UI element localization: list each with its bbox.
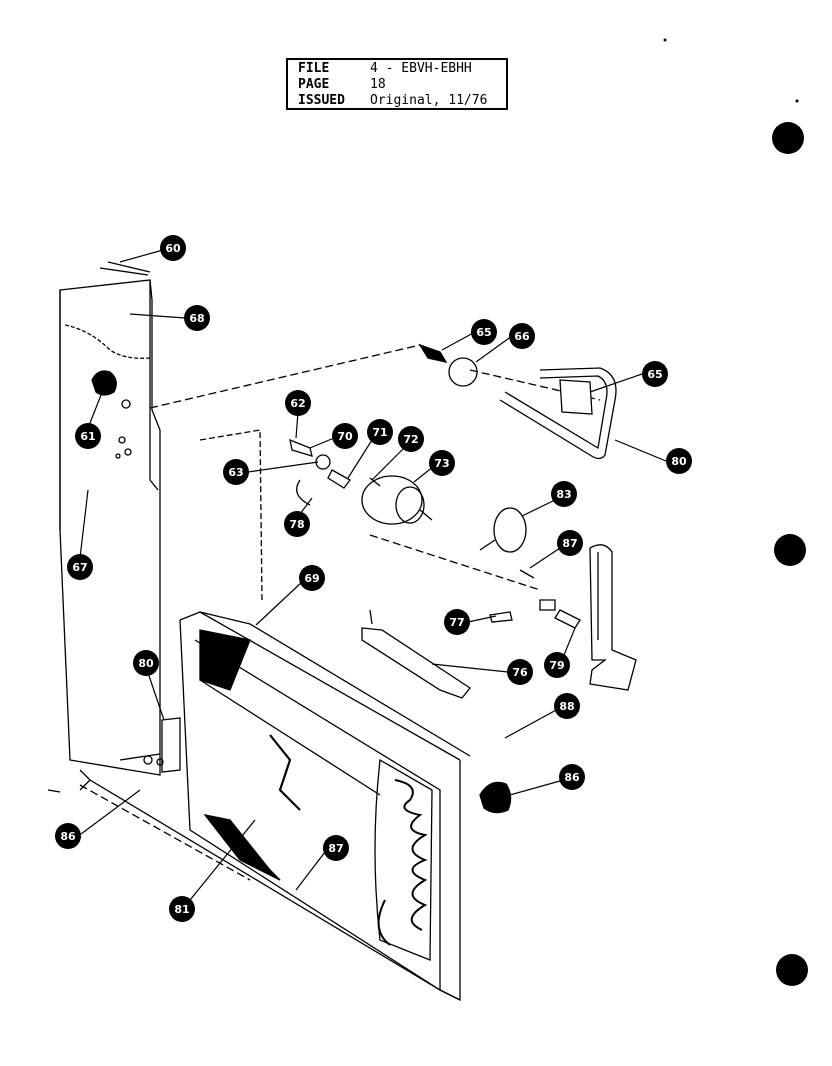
callout-c14: 63	[223, 459, 249, 485]
fitting	[418, 343, 448, 363]
svg-text:87: 87	[562, 537, 577, 550]
svg-text:61: 61	[80, 430, 95, 443]
coil-fins	[199, 629, 251, 691]
callout-c23: 88	[554, 693, 580, 719]
callout-c2: 68	[184, 305, 210, 331]
callout-c3: 61	[75, 423, 101, 449]
svg-text:66: 66	[514, 330, 530, 343]
callout-c19: 77	[444, 609, 470, 635]
svg-text:70: 70	[337, 430, 353, 443]
svg-text:80: 80	[138, 657, 154, 670]
callout-c13: 73	[429, 450, 455, 476]
svg-text:67: 67	[72, 561, 87, 574]
callout-c1: 60	[160, 235, 186, 261]
svg-text:63: 63	[228, 466, 243, 479]
callout-c7: 65	[642, 361, 668, 387]
chassis-side	[439, 760, 461, 1002]
callout-c15: 78	[284, 511, 310, 537]
file-label: FILE	[298, 61, 330, 76]
callout-c18: 69	[299, 565, 325, 591]
svg-text:65: 65	[476, 326, 491, 339]
base-pan	[79, 769, 461, 1001]
svg-text:65: 65	[647, 368, 662, 381]
svg-text:68: 68	[189, 312, 204, 325]
svg-text:76: 76	[512, 666, 528, 679]
svg-text:73: 73	[434, 457, 449, 470]
line-art	[47, 261, 637, 1002]
svg-text:87: 87	[328, 842, 343, 855]
callout-c10: 70	[332, 423, 358, 449]
chassis-front	[179, 619, 441, 991]
side-panel	[59, 279, 161, 776]
svg-text:86: 86	[60, 830, 76, 843]
svg-text:80: 80	[671, 455, 687, 468]
callout-c26: 87	[323, 835, 349, 861]
svg-text:60: 60	[165, 242, 181, 255]
svg-text:62: 62	[290, 397, 305, 410]
callout-c17: 87	[557, 530, 583, 556]
coil-fins-lower	[203, 814, 281, 881]
svg-text:78: 78	[289, 518, 304, 531]
page-label: PAGE	[298, 77, 330, 92]
bracket	[589, 544, 637, 691]
callout-c9: 62	[285, 390, 311, 416]
leader-lines	[79, 249, 667, 901]
valve	[559, 379, 593, 415]
callout-c8: 80	[666, 448, 692, 474]
file-value: 4 - EBVH-EBHH	[370, 61, 472, 76]
callout-c21: 76	[507, 659, 533, 685]
control-knob-right	[479, 781, 512, 814]
callout-c16: 83	[551, 481, 577, 507]
callout-c22: 80	[133, 650, 159, 676]
punch-hole-bottom	[776, 954, 808, 986]
svg-text:77: 77	[449, 616, 464, 629]
issued-label: ISSUED	[298, 93, 345, 108]
mounting-plate	[361, 627, 471, 699]
page-value: 18	[370, 77, 386, 92]
svg-text:71: 71	[372, 426, 387, 439]
callout-c25: 86	[55, 823, 81, 849]
svg-text:88: 88	[559, 700, 574, 713]
coil-tubes	[374, 758, 433, 961]
issued-value: Original, 11/76	[370, 93, 488, 108]
svg-text:72: 72	[403, 433, 418, 446]
punch-hole-top	[772, 122, 804, 154]
callout-c24: 86	[559, 764, 585, 790]
callout-c27: 81	[169, 896, 195, 922]
callouts: 60 68 61 67 65 66 65 80 62 70 71 72 73 6…	[55, 235, 692, 922]
svg-text:81: 81	[174, 903, 189, 916]
svg-text:69: 69	[304, 572, 319, 585]
refrigerant-tube	[499, 367, 617, 460]
callout-c5: 65	[471, 319, 497, 345]
callout-c4: 67	[67, 554, 93, 580]
callout-c11: 71	[367, 419, 393, 445]
control-knob-left	[91, 370, 117, 396]
flange	[448, 357, 478, 387]
svg-text:83: 83	[556, 488, 571, 501]
callout-c20: 79	[544, 652, 570, 678]
callout-c6: 66	[509, 323, 535, 349]
file-info-box: FILE 4 - EBVH-EBHH PAGE 18 ISSUED Origin…	[286, 58, 508, 110]
svg-text:79: 79	[549, 659, 564, 672]
callout-c12: 72	[398, 426, 424, 452]
fan-motor	[361, 475, 423, 525]
punch-hole-middle	[774, 534, 806, 566]
svg-text:86: 86	[564, 771, 580, 784]
